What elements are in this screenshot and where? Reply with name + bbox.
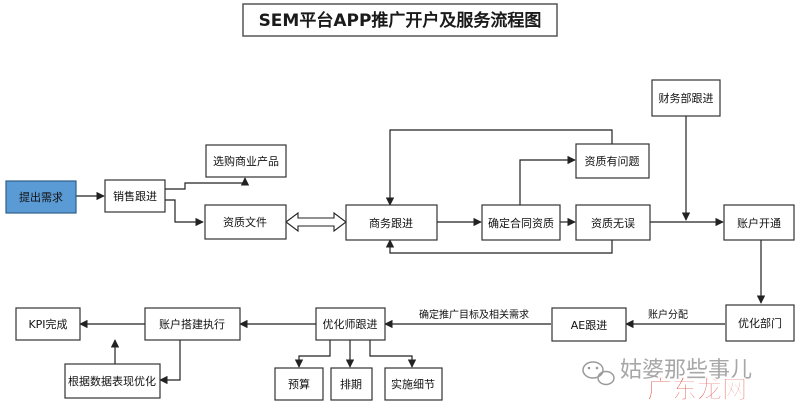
edge-approved-to-business bbox=[385, 239, 613, 254]
node-select-products: 选购商业产品 bbox=[205, 144, 287, 178]
edge-optimizer-to-details bbox=[369, 340, 417, 368]
node-confirm-contract: 确定合同资质 bbox=[481, 204, 561, 241]
node-qualification-documents: 资质文件 bbox=[204, 204, 287, 240]
svg-text:排期: 排期 bbox=[340, 377, 362, 391]
svg-text:实施细节: 实施细节 bbox=[391, 377, 435, 391]
edge-contract-to-problem bbox=[519, 155, 576, 205]
node-business-followup: 商务跟进 bbox=[345, 204, 438, 241]
svg-text:确定合同资质: 确定合同资质 bbox=[488, 216, 554, 230]
node-budget: 预算 bbox=[274, 367, 324, 401]
node-optimize-by-data: 根据数据表现优化 bbox=[64, 363, 161, 399]
svg-text:商务跟进: 商务跟进 bbox=[369, 216, 413, 230]
node-optimization-dept: 优化部门 bbox=[725, 304, 795, 342]
page-title: SEM平台APP推广开户及服务流程图 bbox=[259, 10, 542, 31]
wechat-icon bbox=[582, 361, 615, 386]
node-schedule: 排期 bbox=[330, 367, 373, 401]
node-finance-followup: 财务部跟进 bbox=[651, 79, 721, 117]
svg-text:提出需求: 提出需求 bbox=[19, 190, 63, 204]
edge-sales-to-documents bbox=[165, 199, 204, 227]
svg-text:预算: 预算 bbox=[288, 377, 310, 391]
node-kpi-complete: KPI完成 bbox=[15, 307, 81, 341]
svg-text:财务部跟进: 财务部跟进 bbox=[659, 91, 714, 105]
svg-text:销售跟进: 销售跟进 bbox=[113, 189, 157, 203]
svg-text:账户开通: 账户开通 bbox=[737, 216, 781, 230]
svg-text:资质文件: 资质文件 bbox=[223, 215, 267, 229]
watermark-text-site: 广东龙网 bbox=[647, 375, 747, 404]
watermark-text-account: 姑婆那些事儿 bbox=[620, 358, 752, 383]
edge-label-account-allocation: 账户分配 bbox=[648, 308, 688, 321]
svg-text:根据数据表现优化: 根据数据表现优化 bbox=[68, 374, 156, 388]
edge-sales-to-products bbox=[165, 177, 250, 190]
node-ae-followup: AE跟进 bbox=[551, 307, 627, 342]
svg-text:选购商业产品: 选购商业产品 bbox=[213, 154, 279, 168]
svg-text:优化部门: 优化部门 bbox=[738, 316, 782, 330]
svg-text:AE跟进: AE跟进 bbox=[571, 319, 607, 332]
edge-label-confirm-targets: 确定推广目标及相关需求 bbox=[419, 308, 529, 321]
connectors bbox=[76, 116, 766, 385]
svg-text:资质无误: 资质无误 bbox=[591, 217, 635, 230]
title-box bbox=[242, 3, 558, 37]
node-request: 提出需求 bbox=[5, 180, 77, 214]
double-arrow-documents-business bbox=[285, 211, 347, 233]
edge-build-to-optimize bbox=[159, 340, 181, 385]
svg-text:优化师跟进: 优化师跟进 bbox=[323, 317, 378, 331]
svg-text:KPI完成: KPI完成 bbox=[28, 317, 67, 331]
node-optimizer-followup: 优化师跟进 bbox=[315, 307, 386, 341]
svg-text:账户搭建执行: 账户搭建执行 bbox=[159, 317, 225, 331]
svg-text:资质有问题: 资质有问题 bbox=[585, 154, 640, 168]
node-qualification-problem: 资质有问题 bbox=[575, 143, 650, 179]
node-sales-followup: 销售跟进 bbox=[104, 179, 166, 213]
node-implementation-details: 实施细节 bbox=[384, 367, 443, 401]
node-account-build: 账户搭建执行 bbox=[144, 307, 241, 341]
edge-problem-to-business bbox=[385, 129, 613, 206]
node-account-opened: 账户开通 bbox=[723, 204, 795, 241]
edge-optimizer-to-budget bbox=[294, 340, 331, 368]
watermark: 姑婆那些事儿 广东龙网 bbox=[582, 358, 752, 404]
node-qualification-approved: 资质无误 bbox=[575, 204, 651, 241]
